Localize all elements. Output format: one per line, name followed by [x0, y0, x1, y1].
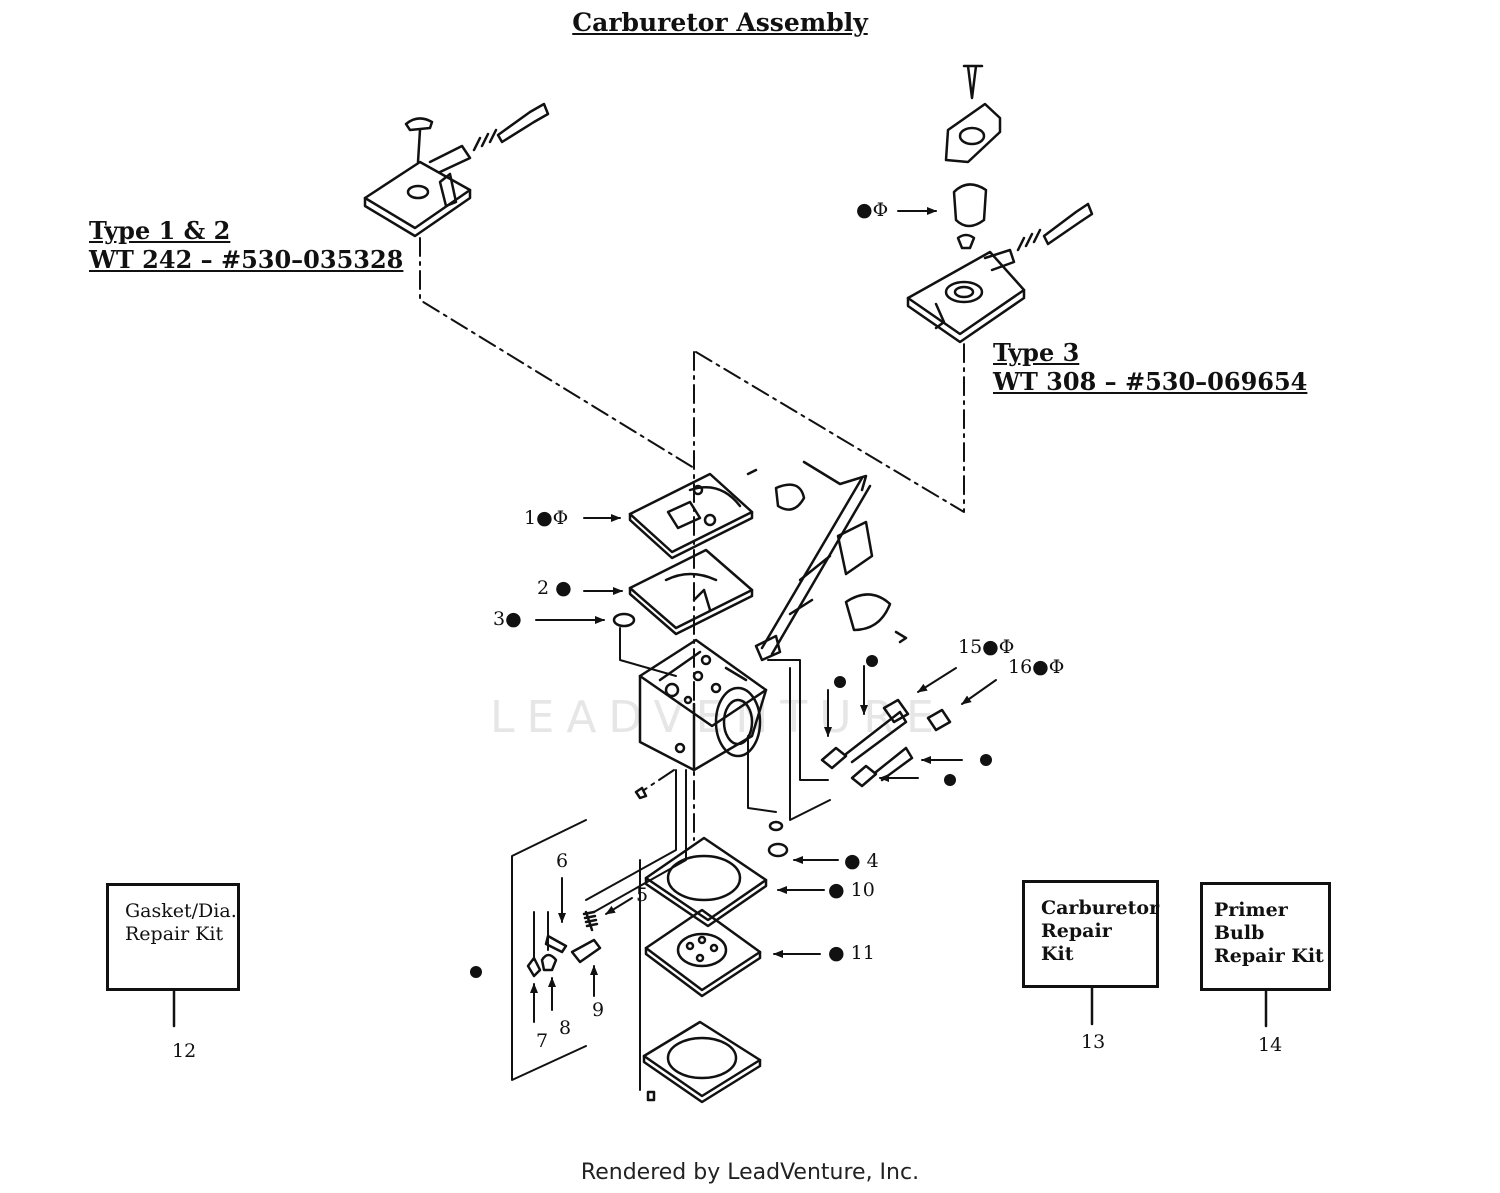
callout-11: ● 11: [828, 942, 875, 964]
reference-dots: [470, 655, 992, 978]
callout-4: ● 4: [844, 850, 879, 872]
metering-diaphragm-1: [628, 472, 754, 560]
callout-3: 3●: [493, 608, 522, 630]
callout-15: 15●Φ: [958, 636, 1015, 658]
callout-14: 14: [1258, 1034, 1283, 1056]
type-3-label: Type 3 WT 308 – #530–069654: [993, 338, 1307, 396]
pump-gasket-and-diaphragms: [642, 820, 789, 1104]
footer-credit: Rendered by LeadVenture, Inc.: [580, 1160, 920, 1185]
callout-1: 1●Φ: [524, 507, 569, 529]
adjustment-needles: [820, 698, 952, 788]
callout-5: 5: [636, 884, 649, 906]
type-1-2-pump-cover: [363, 102, 550, 238]
inlet-needle-parts: [526, 910, 602, 978]
kit-13-line-1: Carburetor: [1041, 897, 1160, 919]
type-1-2-name: Type 1 & 2: [89, 216, 231, 245]
kit-12-line-2: Repair Kit: [125, 923, 224, 945]
kit-13-line-2: Repair: [1041, 920, 1112, 942]
type-1-2-part-number: WT 242 – #530–035328: [89, 245, 404, 274]
callout-7: 7: [536, 1030, 549, 1052]
callout-13: 13: [1081, 1031, 1106, 1053]
body-plug: [634, 786, 648, 800]
callout-16: 16●Φ: [1008, 656, 1065, 678]
callout-12: 12: [172, 1040, 197, 1062]
kit-14-line-1: Primer: [1214, 899, 1288, 921]
kit-12-line-1: Gasket/Dia.: [125, 900, 237, 922]
type-3-pump-cover: [906, 64, 1094, 344]
type-3-name: Type 3: [993, 338, 1080, 367]
kit-14-line-3: Repair Kit: [1214, 945, 1324, 967]
carburetor-repair-kit-box: Carburetor Repair Kit: [1022, 880, 1159, 988]
part-3-insert: [612, 612, 636, 628]
type-1-2-label: Type 1 & 2 WT 242 – #530–035328: [89, 216, 403, 274]
callout-6: 6: [556, 850, 569, 872]
kit-14-line-2: Bulb: [1214, 922, 1265, 944]
kit-13-line-3: Kit: [1041, 943, 1074, 965]
throttle-shaft-assembly: [746, 460, 908, 662]
callout-9: 9: [592, 999, 605, 1021]
callout-arrows: [530, 207, 997, 1023]
type-3-part-number: WT 308 – #530–069654: [993, 367, 1308, 396]
assembly-centre-lines: [419, 237, 965, 841]
callout-primer-bulb: ●Φ: [856, 199, 889, 221]
callout-8: 8: [559, 1017, 572, 1039]
primer-bulb-repair-kit-box: Primer Bulb Repair Kit: [1200, 882, 1331, 991]
gasket-diaphragm-repair-kit-box: Gasket/Dia. Repair Kit: [106, 883, 240, 991]
callout-2: 2 ●: [537, 577, 572, 599]
diagram-title: Carburetor Assembly: [572, 8, 868, 37]
carburetor-body: [638, 638, 768, 772]
group-bracket-lines: [511, 627, 831, 1091]
watermark: LEADVENTURE: [490, 692, 946, 743]
callout-10: ● 10: [828, 879, 875, 901]
metering-diaphragm-2: [628, 548, 754, 636]
